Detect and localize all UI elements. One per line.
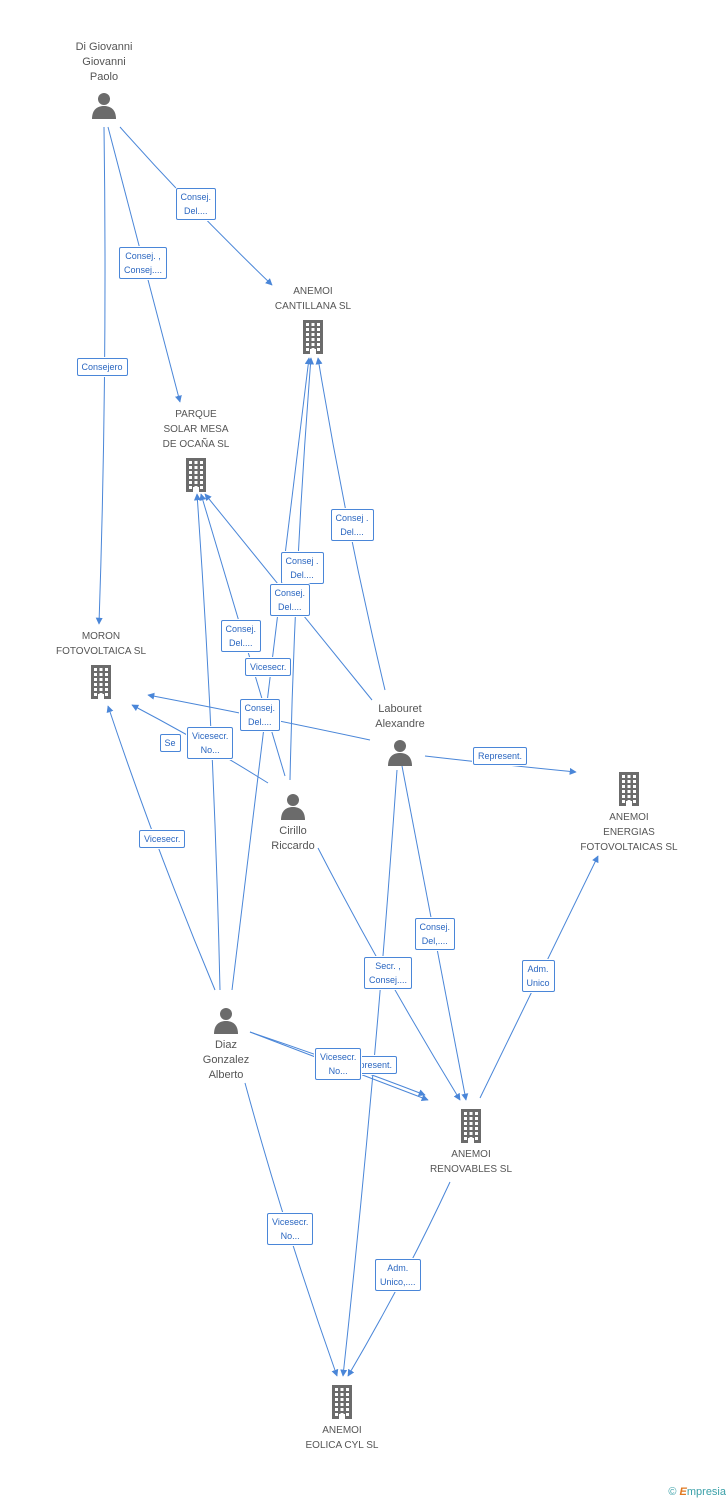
edge-label[interactable]: Vicesecr. No... — [187, 727, 234, 759]
building-icon[interactable] — [329, 1385, 355, 1424]
edge-label[interactable]: Consej. Del.... — [175, 188, 217, 220]
edge-label[interactable]: Consejero — [76, 358, 128, 376]
node-label-c_eolica[interactable]: ANEMOI EOLICA CYL SL — [305, 1425, 379, 1451]
node-label-p_labouret[interactable]: Labouret Alexandre — [375, 703, 425, 730]
edge-p_diaz-to-c_moron — [106, 705, 216, 991]
edge-label[interactable]: Represent. — [473, 747, 528, 765]
node-label-c_cantillana[interactable]: ANEMOI CANTILLANA SL — [274, 286, 352, 312]
edge-label[interactable]: Consej. Del.... — [220, 620, 262, 652]
edge-label[interactable]: Vicesecr. — [245, 658, 292, 676]
edge-label[interactable]: Consej. Del.... — [269, 584, 311, 616]
footer-brand: © Empresia — [668, 1486, 726, 1498]
building-icon[interactable] — [300, 320, 326, 359]
person-icon[interactable] — [279, 792, 307, 825]
edge-label[interactable]: Consej . Del.... — [330, 509, 374, 541]
person-icon[interactable] — [90, 91, 118, 124]
edge-label[interactable]: Se — [159, 734, 181, 752]
person-icon[interactable] — [386, 738, 414, 771]
edge-label[interactable]: Consej. Del.... — [239, 699, 281, 731]
person-icon[interactable] — [212, 1006, 240, 1039]
node-label-c_energias[interactable]: ANEMOI ENERGIAS FOTOVOLTAICAS SL — [580, 812, 678, 853]
node-label-c_moron[interactable]: MORON FOTOVOLTAICA SL — [55, 631, 147, 657]
node-label-p_cirillo[interactable]: Cirillo Riccardo — [271, 825, 315, 852]
node-label-p_digiovanni[interactable]: Di Giovanni Giovanni Paolo — [75, 41, 133, 83]
edge-label[interactable]: Adm. Unico,.... — [375, 1259, 421, 1291]
building-icon[interactable] — [183, 458, 209, 497]
edge-label[interactable]: Consej. , Consej.... — [119, 247, 168, 279]
building-icon[interactable] — [88, 665, 114, 704]
brand-logo-initial: E — [679, 1486, 687, 1498]
edge-label[interactable]: Consej. Del,.... — [414, 918, 456, 950]
node-label-c_parque[interactable]: PARQUE SOLAR MESA DE OCAÑA SL — [162, 409, 230, 450]
edge-label[interactable]: Secr. , Consej.... — [364, 957, 413, 989]
edge-label[interactable]: Vicesecr. No... — [315, 1048, 362, 1080]
copyright-symbol: © — [668, 1486, 677, 1498]
edge-label[interactable]: Consej . Del.... — [280, 552, 324, 584]
edge-label[interactable]: Vicesecr. — [139, 830, 186, 848]
building-icon[interactable] — [458, 1109, 484, 1148]
edge-label[interactable]: Vicesecr. No... — [267, 1213, 314, 1245]
node-label-p_diaz[interactable]: Diaz Gonzalez Alberto — [202, 1039, 250, 1081]
building-icon[interactable] — [616, 772, 642, 811]
node-label-c_renovables[interactable]: ANEMOI RENOVABLES SL — [429, 1149, 513, 1175]
edge-label[interactable]: Adm. Unico — [521, 960, 555, 992]
brand-logo-text: mpresia — [686, 1486, 726, 1498]
